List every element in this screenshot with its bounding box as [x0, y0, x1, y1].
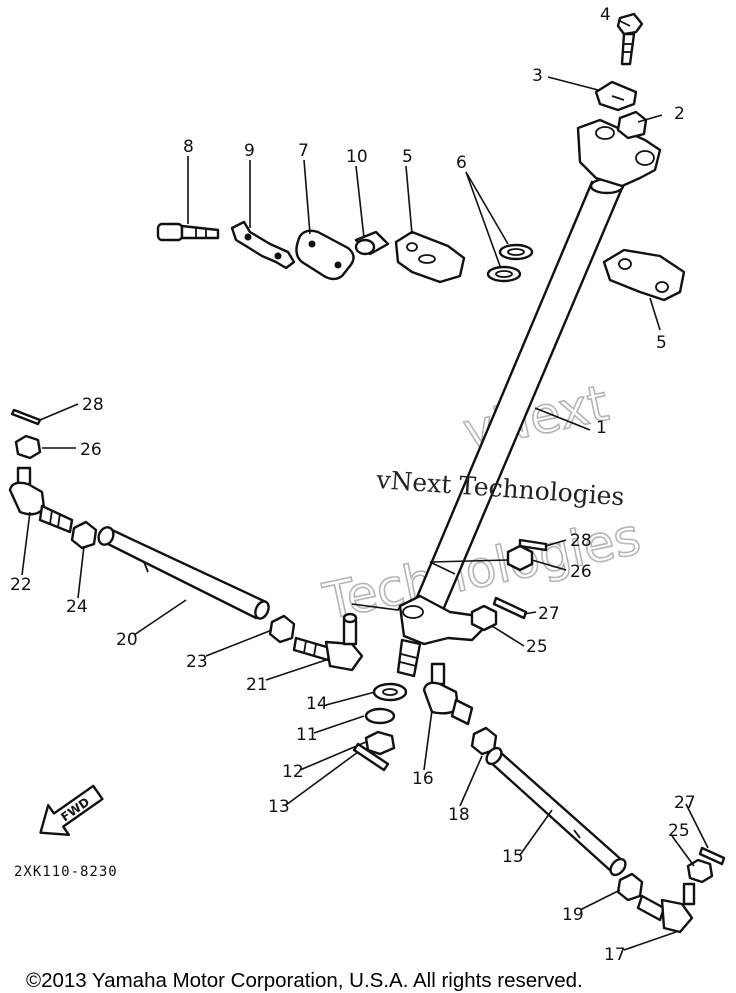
forward-arrow-icon: FWD: [39, 784, 104, 836]
callout-20: 20: [116, 630, 138, 650]
part-6-washers: [486, 243, 534, 283]
part-3-clamp: [594, 80, 638, 112]
callout-15: 15: [502, 847, 524, 867]
part-13-cotter-pin: [352, 742, 390, 772]
part-14-washer: [372, 682, 408, 702]
part-5-holder-right: [602, 248, 686, 302]
callout-17: 17: [604, 945, 626, 965]
callout-16: 16: [412, 769, 434, 789]
callout-3: 3: [532, 66, 543, 86]
part-9-lock-plate: [230, 220, 296, 270]
callout-9: 9: [244, 141, 255, 161]
callout-26-upper: 26: [570, 562, 592, 582]
callout-numbers: 1 2 3 4 5 5 6 7 8 9 10 11 12 13 14 15 16…: [10, 5, 696, 965]
part-11-washer: [364, 707, 396, 725]
part-20-tie-rod: [97, 526, 270, 620]
callout-25-lower: 25: [668, 821, 690, 841]
callout-27-lower: 27: [674, 793, 696, 813]
callout-11: 11: [296, 725, 318, 745]
part-24-locknut: [70, 520, 98, 550]
part-17-tie-rod-end-right: [636, 882, 696, 934]
part-26-nut-left: [14, 434, 42, 460]
callout-10: 10: [346, 147, 368, 167]
callout-6: 6: [456, 153, 467, 173]
part-8-bolt: [156, 222, 220, 242]
callout-22: 22: [10, 575, 32, 595]
copyright-notice: ©2013 Yamaha Motor Corporation, U.S.A. A…: [26, 969, 583, 992]
callout-28-upper: 28: [570, 531, 592, 551]
callout-18: 18: [448, 805, 470, 825]
part-28-cotter-pin-upper: [518, 538, 548, 552]
part-27-cotter-pin-middle: [492, 596, 528, 620]
callout-21: 21: [246, 675, 268, 695]
part-26-nut-upper: [506, 544, 534, 572]
callout-25-middle: 25: [526, 637, 548, 657]
callout-8: 8: [183, 137, 194, 157]
part-7-plate: [295, 229, 355, 281]
callout-14: 14: [306, 694, 328, 714]
callout-1: 1: [596, 418, 607, 438]
part-21-tie-rod-end-center: [292, 612, 364, 672]
part-5-holder-left: [394, 230, 466, 284]
callout-19: 19: [562, 905, 584, 925]
leader-lines: [21, 19, 709, 951]
steering-shaft: [396, 118, 662, 678]
diagram-code: 2XK110-8230: [14, 864, 118, 880]
part-19-locknut: [616, 872, 644, 902]
callout-7: 7: [298, 141, 309, 161]
callout-27-middle: 27: [538, 604, 560, 624]
part-15-tie-rod: [485, 746, 627, 877]
callout-13: 13: [268, 797, 290, 817]
callout-12: 12: [282, 762, 304, 782]
callout-26-left: 26: [80, 440, 102, 460]
callout-4: 4: [600, 5, 611, 25]
part-27-cotter-pin-lower-right: [698, 846, 726, 866]
part-22-tie-rod-end-left: [8, 466, 74, 534]
part-4-bolt: [616, 12, 644, 66]
callout-23: 23: [186, 652, 208, 672]
callout-5-upper: 5: [402, 147, 413, 167]
callout-5-right: 5: [656, 333, 667, 353]
callout-28-left: 28: [82, 395, 104, 415]
callout-24: 24: [66, 597, 88, 617]
part-23-locknut: [268, 614, 296, 644]
part-28-cotter-pin-left: [10, 408, 42, 426]
part-25-nut-middle: [470, 604, 498, 632]
part-16-tie-rod-end-right: [422, 662, 474, 726]
part-2-collar: [616, 110, 648, 140]
callout-2: 2: [674, 104, 685, 124]
part-10-collar: [354, 230, 390, 256]
